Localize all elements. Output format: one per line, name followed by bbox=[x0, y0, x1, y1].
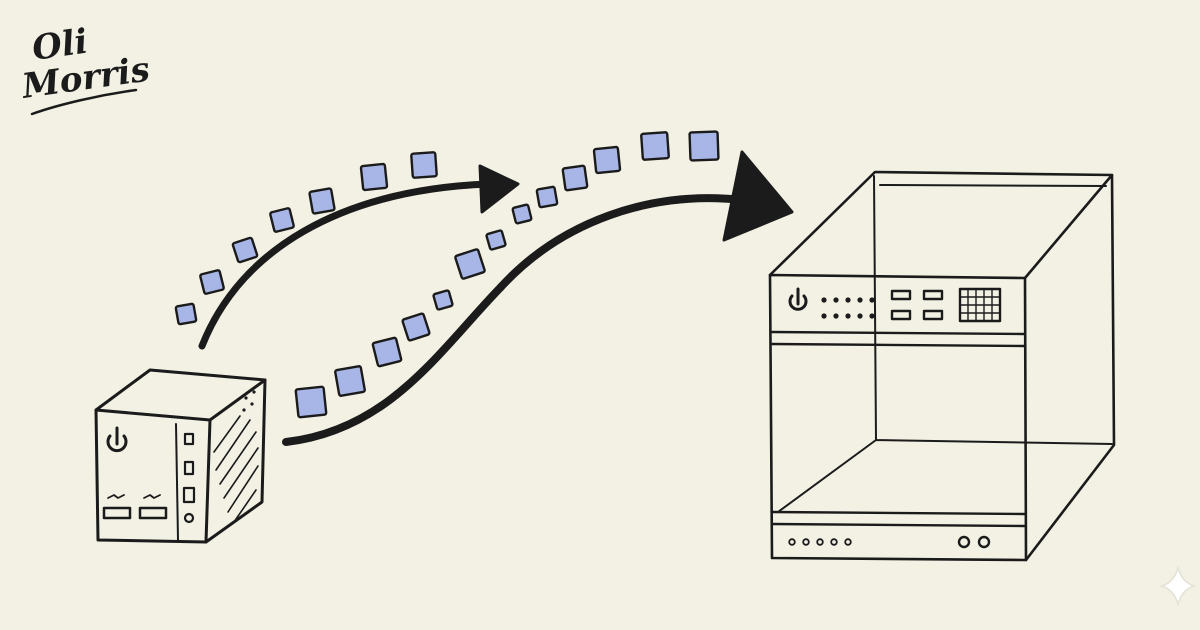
upper-data-packets bbox=[174, 151, 438, 326]
oli-morris-logo: Oli Morris bbox=[19, 22, 152, 116]
mini-pc-side-ports bbox=[182, 432, 196, 524]
vent-grid-icon bbox=[958, 287, 1002, 323]
mini-pc-front bbox=[94, 408, 212, 544]
data-packet bbox=[269, 207, 295, 233]
mini-pc-device bbox=[94, 368, 267, 544]
server-inner-back-edges bbox=[777, 175, 1113, 513]
lower-transfer-arrow bbox=[282, 150, 794, 446]
logo-underline bbox=[30, 88, 138, 116]
usb-port-icon bbox=[102, 494, 168, 520]
mini-pc-top bbox=[94, 368, 267, 422]
data-packet bbox=[640, 131, 670, 161]
mini-pc-side bbox=[204, 378, 267, 544]
data-packet bbox=[308, 187, 336, 215]
data-packet bbox=[199, 269, 225, 295]
data-packet bbox=[454, 248, 486, 280]
data-packet bbox=[535, 185, 559, 209]
power-icon bbox=[106, 426, 128, 453]
data-packet bbox=[401, 312, 431, 342]
data-packet bbox=[432, 289, 454, 311]
data-packet bbox=[231, 236, 259, 264]
upper-arrow-head bbox=[478, 164, 520, 214]
server-bottom-buttons bbox=[957, 535, 991, 549]
sparkle-icon bbox=[1159, 565, 1197, 607]
data-packet bbox=[688, 130, 720, 162]
logo-line-1: Oli bbox=[30, 22, 90, 69]
data-packet bbox=[592, 145, 622, 175]
data-packet bbox=[371, 336, 403, 368]
lower-arrow-shaft bbox=[282, 194, 746, 446]
mini-pc-vent-icon bbox=[213, 390, 259, 523]
data-packet bbox=[561, 164, 589, 192]
server-panel-divider-bottom bbox=[770, 510, 1027, 516]
server-top bbox=[768, 170, 1114, 280]
data-packet bbox=[485, 229, 507, 251]
server-device bbox=[768, 170, 1116, 562]
data-packet bbox=[294, 385, 328, 419]
server-panel-divider-top bbox=[770, 330, 1027, 336]
upper-arrow-shaft bbox=[198, 180, 492, 350]
upper-transfer-arrow bbox=[198, 164, 520, 350]
data-packet bbox=[359, 162, 389, 192]
lower-data-packets bbox=[294, 130, 720, 419]
server-front-frame bbox=[768, 273, 1028, 562]
drive-bay-icon bbox=[890, 289, 944, 321]
server-top-inner-edge bbox=[879, 184, 1107, 187]
mini-pc-panel-divider bbox=[175, 423, 179, 541]
data-packet bbox=[174, 302, 198, 326]
server-bottom-leds bbox=[788, 538, 852, 546]
data-packet bbox=[410, 151, 438, 179]
indicator-leds-icon bbox=[821, 297, 875, 319]
data-packet bbox=[334, 365, 366, 397]
data-packet bbox=[511, 203, 533, 225]
power-icon bbox=[788, 287, 808, 311]
server-right-side bbox=[1024, 173, 1116, 562]
lower-arrow-head bbox=[722, 150, 794, 242]
